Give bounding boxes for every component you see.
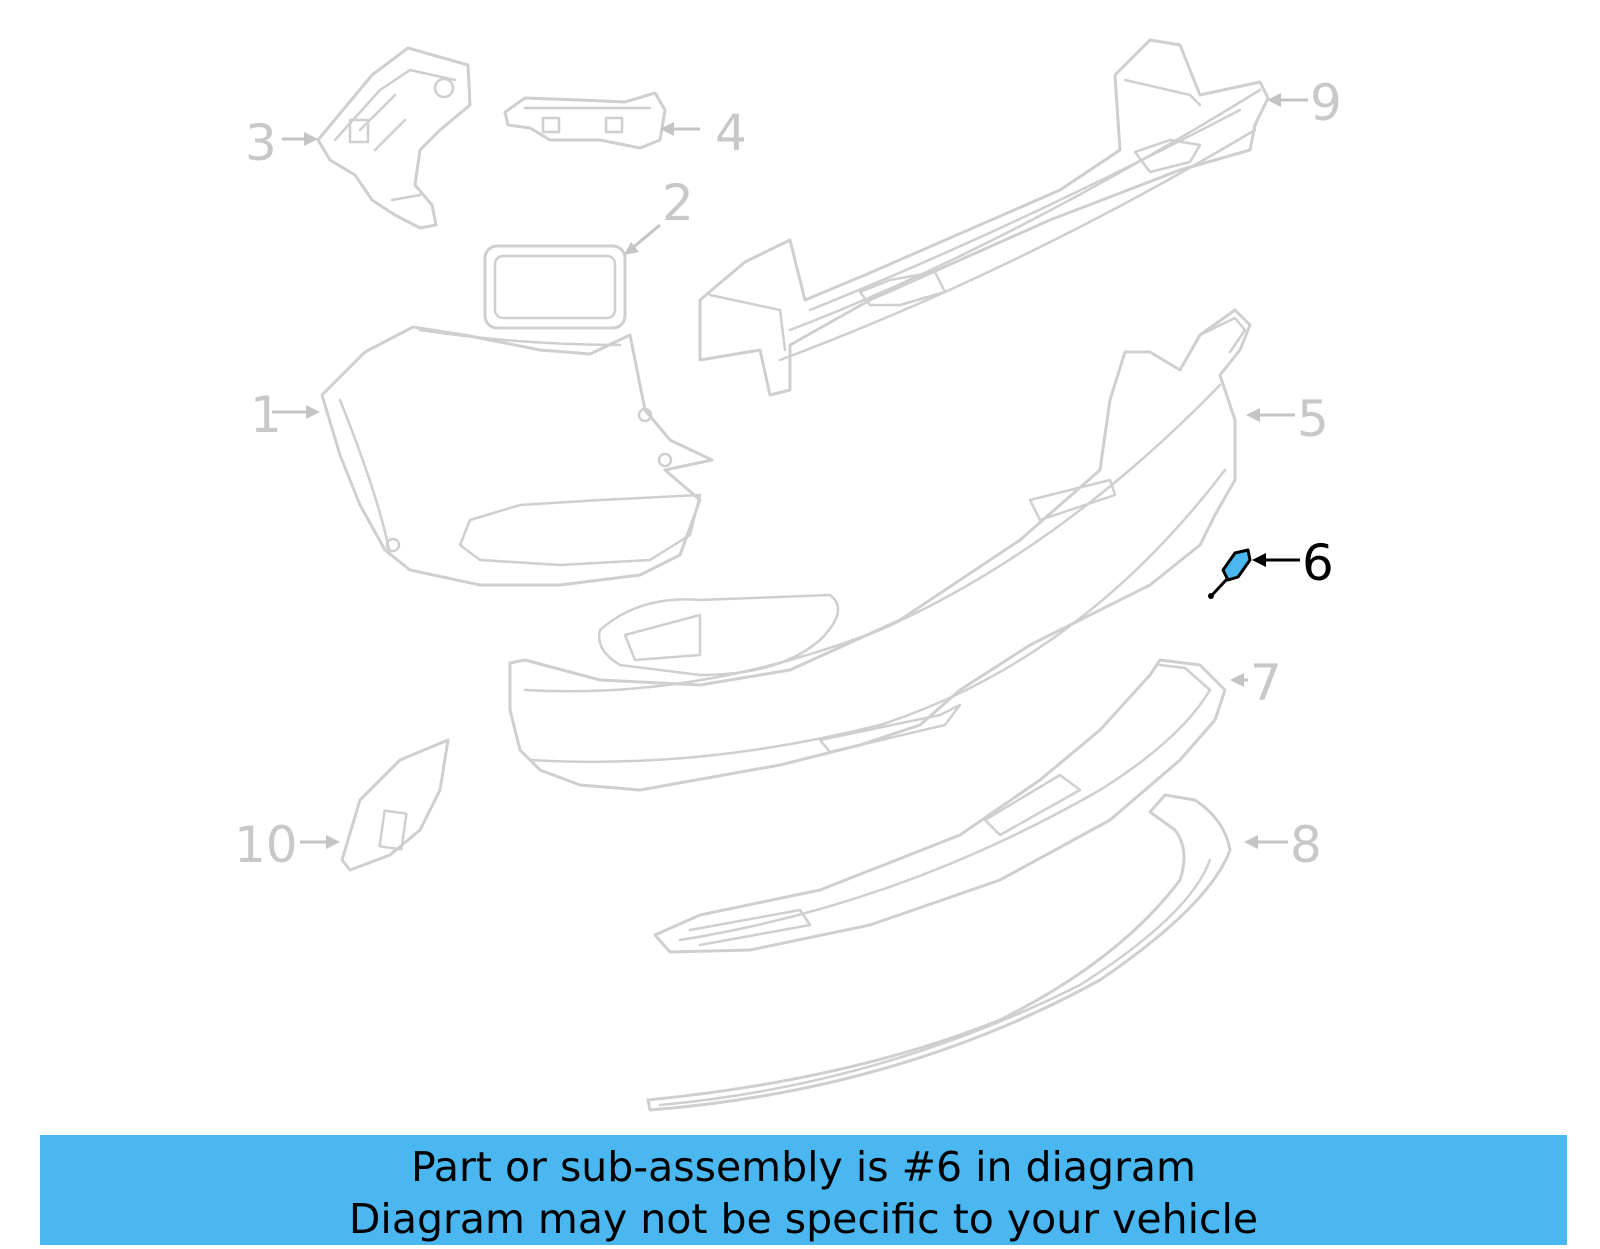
part-6-clip[interactable] (1208, 548, 1252, 599)
part-8-trim-strip[interactable] (646, 793, 1232, 1112)
banner-line-2: Diagram may not be specific to your vehi… (348, 1195, 1259, 1243)
callout-9: 9 (1310, 74, 1342, 132)
parts-diagram: 3 4 2 1 9 5 6 7 8 10 (234, 38, 1342, 1112)
part-7-lower-valance[interactable] (653, 658, 1227, 954)
part-4-bracket[interactable] (503, 91, 667, 150)
callout-5: 5 (1297, 390, 1329, 448)
part-10-reflector[interactable] (340, 738, 450, 872)
callout-2: 2 (662, 174, 694, 232)
callout-4: 4 (715, 104, 747, 162)
callout-10: 10 (234, 816, 298, 874)
callout-3: 3 (245, 114, 277, 172)
part-2-trim-panel[interactable] (483, 244, 627, 330)
part-1-bumper-corner[interactable] (320, 325, 714, 587)
banner-line-1: Part or sub-assembly is #6 in diagram (411, 1143, 1196, 1191)
callout-8: 8 (1290, 816, 1322, 874)
part-3-bracket[interactable] (316, 46, 472, 230)
part-9-reinforcement-beam[interactable] (698, 38, 1270, 397)
callout-7: 7 (1250, 654, 1282, 712)
leader-lines (272, 93, 1308, 849)
part-5-bumper-cover[interactable] (508, 308, 1252, 792)
info-banner: Part or sub-assembly is #6 in diagram Di… (40, 1135, 1567, 1245)
callout-1: 1 (250, 386, 282, 444)
callout-6: 6 (1302, 534, 1334, 592)
